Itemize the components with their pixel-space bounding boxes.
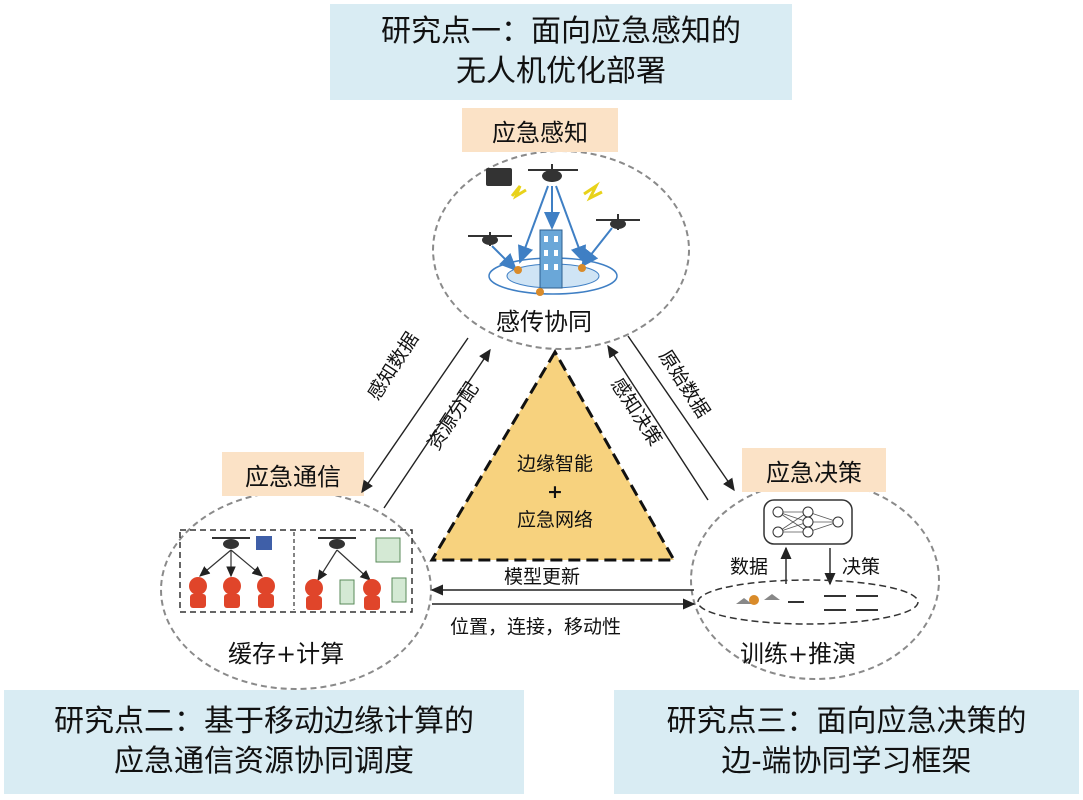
research-point-2-line2: 应急通信资源协同调度: [114, 744, 414, 779]
research-point-1-line1: 研究点一：面向应急感知的: [381, 14, 741, 49]
research-point-1-line2: 无人机优化部署: [456, 54, 666, 89]
sensing-data-arrow: [361, 337, 469, 494]
sensing-title: 应急感知: [462, 108, 618, 152]
research-point-3-box: 研究点三：面向应急决策的 边-端协同学习框架: [614, 690, 1079, 794]
center-text: 边缘智能 + 应急网络: [480, 450, 630, 534]
decision-title: 应急决策: [742, 448, 886, 492]
model-update-label: 模型更新: [504, 566, 581, 588]
center-line2: 应急网络: [516, 509, 593, 531]
research-point-3-line2: 边-端协同学习框架: [721, 744, 972, 779]
communication-title-text: 应急通信: [245, 462, 341, 491]
sensing-caption: 感传协同: [496, 308, 592, 336]
decision-title-text: 应急决策: [766, 458, 862, 487]
communication-caption: 缓存+计算: [228, 640, 345, 668]
resource-allocation-arrow: [383, 348, 491, 509]
decision-illustration: [697, 499, 919, 625]
raw-data-arrow: [627, 335, 735, 492]
research-point-2-box: 研究点二：基于移动边缘计算的 应急通信资源协同调度: [4, 690, 524, 794]
research-point-2-line1: 研究点二：基于移动边缘计算的: [54, 704, 474, 739]
center-line1: 边缘智能: [516, 453, 593, 475]
center-triangle: [429, 349, 677, 562]
sensing-title-text: 应急感知: [492, 118, 588, 147]
sensing-decision-arrow: [607, 344, 709, 501]
decision-caption: 训练+推演: [740, 640, 857, 668]
communication-title: 应急通信: [222, 452, 364, 496]
research-point-3-line1: 研究点三：面向应急决策的: [666, 704, 1027, 739]
communication-illustration: [179, 529, 413, 613]
center-plus: +: [547, 481, 563, 503]
sensing-illustration: [468, 164, 640, 296]
mobility-label: 位置，连接，移动性: [450, 616, 622, 638]
decision-data-label: 数据: [730, 556, 769, 578]
research-point-1-box: 研究点一：面向应急感知的 无人机优化部署: [330, 4, 792, 100]
decision-decision-label: 决策: [842, 556, 881, 578]
